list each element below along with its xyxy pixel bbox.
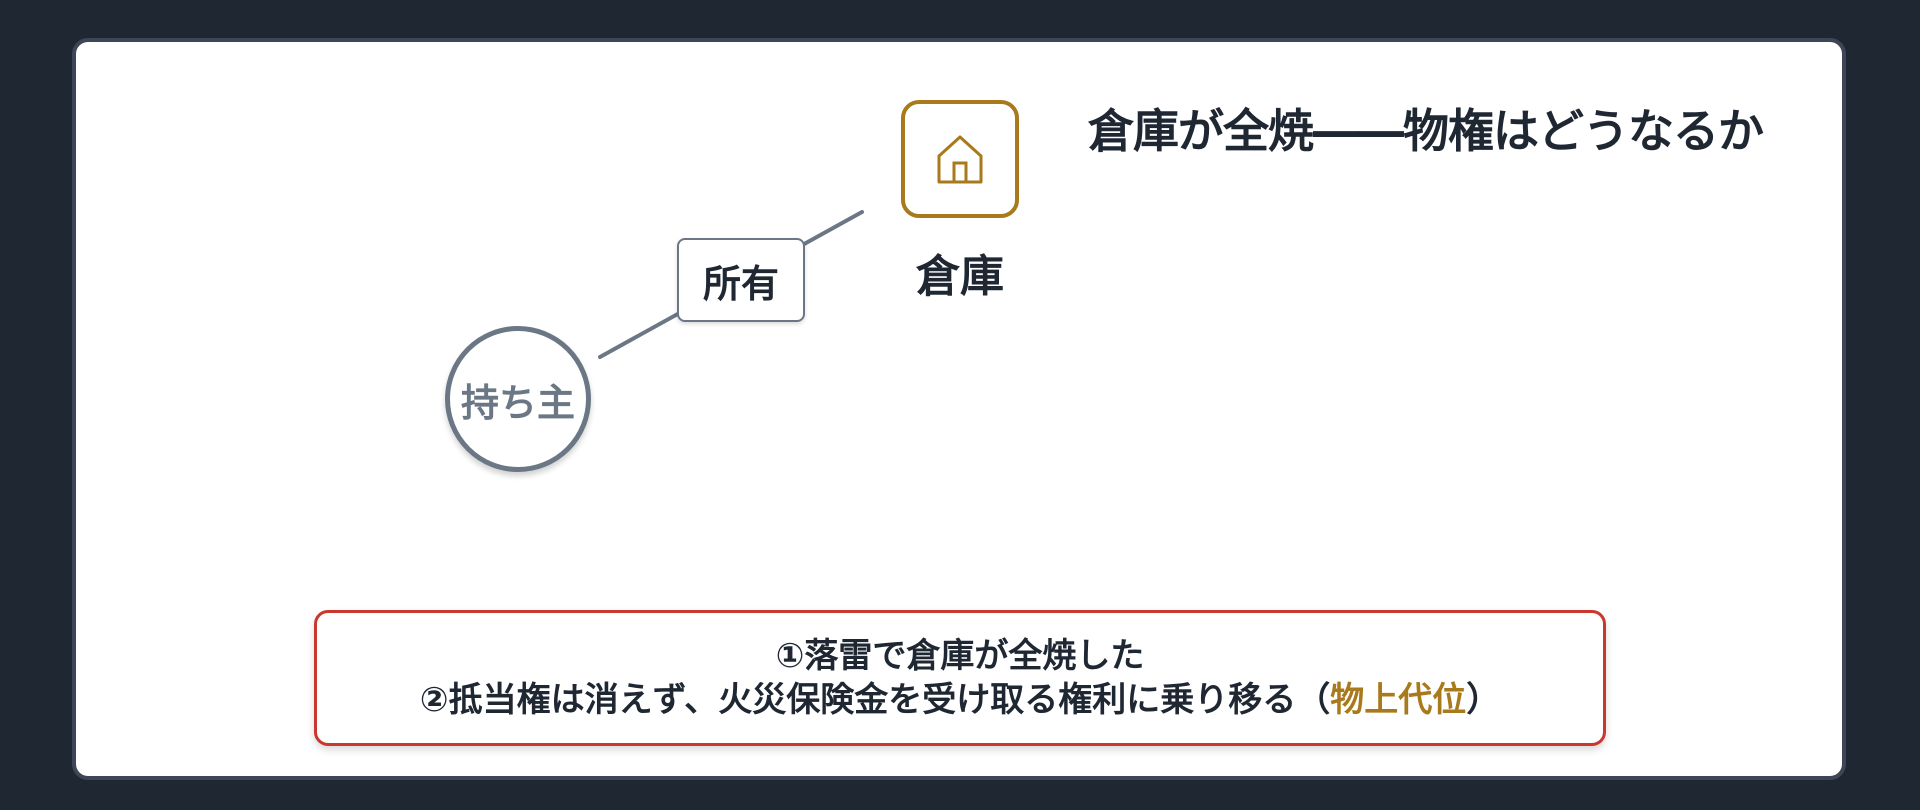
note-line-2-prefix: ②抵当権は消えず、火災保険金を受け取る権利に乗り移る（ — [419, 680, 1331, 720]
note-line-2-suffix: ） — [1466, 680, 1501, 720]
ownership-edge-label: 所有 — [677, 238, 805, 322]
owner-node: 持ち主 — [445, 326, 591, 472]
note-line-2-highlight: 物上代位 — [1330, 680, 1467, 720]
diagram-title: 倉庫が全焼――物権はどうなるか — [1088, 104, 1764, 158]
note-line-1: ①落雷で倉庫が全焼した — [775, 635, 1145, 676]
owner-label: 持ち主 — [460, 380, 575, 425]
note-line-2: ②抵当権は消えず、火災保険金を受け取る権利に乗り移る（物上代位） — [420, 678, 1500, 722]
warehouse-node — [901, 100, 1019, 218]
house-icon — [937, 135, 983, 184]
explanation-note: ①落雷で倉庫が全焼した ②抵当権は消えず、火災保険金を受け取る権利に乗り移る（物… — [314, 610, 1606, 746]
warehouse-label: 倉庫 — [916, 251, 1004, 302]
